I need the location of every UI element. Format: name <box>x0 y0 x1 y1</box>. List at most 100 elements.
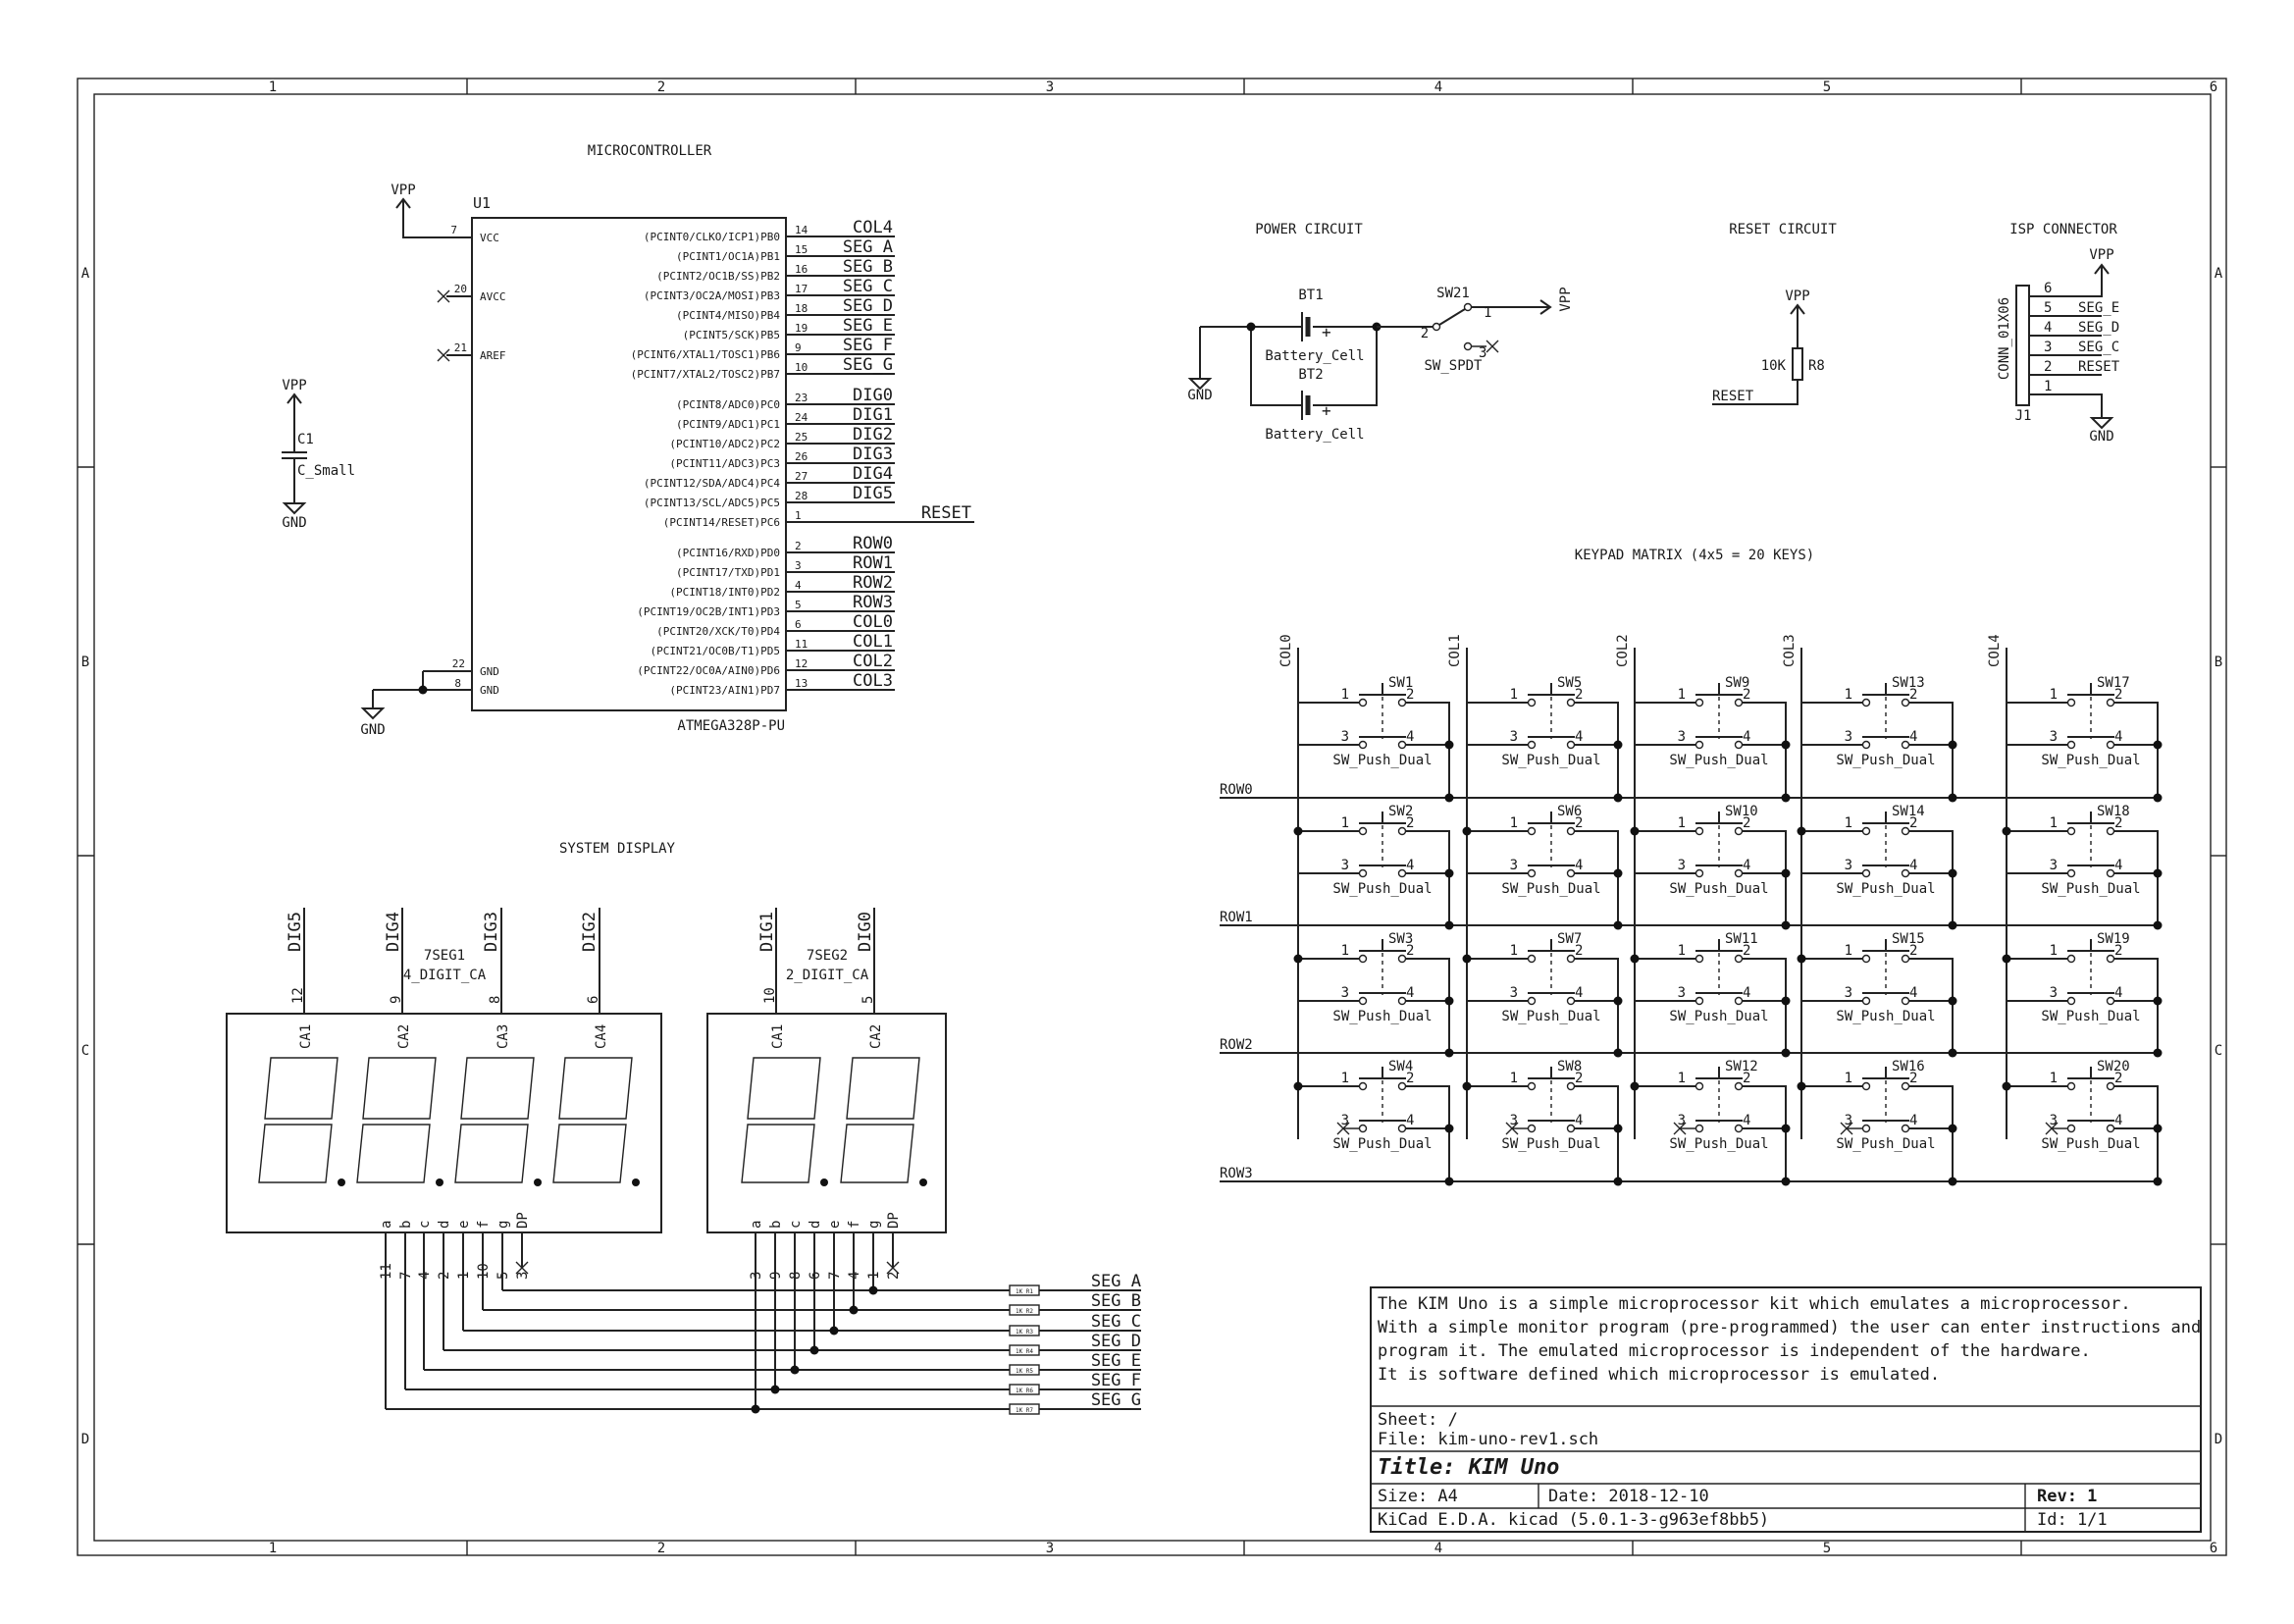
switch-pin-label: 4 <box>2114 729 2122 745</box>
ca-pin-name: CA4 <box>594 1024 609 1049</box>
mcu-pin-name: (PCINT14/RESET)PC6 <box>663 516 780 529</box>
switch-value: SW_Push_Dual <box>1501 881 1600 897</box>
switch-pin-label: 2 <box>1743 815 1750 831</box>
frame-column-marker: 4 <box>1434 79 1442 95</box>
switch-ref: SW20 <box>2097 1059 2130 1074</box>
switch-ref: SW18 <box>2097 804 2130 819</box>
digit-upper-segment <box>362 1057 437 1120</box>
column-net-label: COL1 <box>1447 634 1463 667</box>
switch-pin-label: 2 <box>1909 943 1917 959</box>
switch-value: SW_Push_Dual <box>2041 881 2140 897</box>
decimal-point <box>436 1179 443 1186</box>
net-label: DIG2 <box>853 425 893 445</box>
mcu-pin-name: GND <box>480 684 499 697</box>
digit-net-label: DIG2 <box>580 912 600 952</box>
segment-net-label: SEG_D <box>1091 1332 1141 1351</box>
mcu-pin-num: 10 <box>795 361 808 374</box>
switch-pin-label: 4 <box>1743 985 1750 1001</box>
mcu-pin-num: 8 <box>454 677 461 690</box>
decimal-point <box>534 1179 542 1186</box>
frame-column-marker: 4 <box>1434 1541 1442 1556</box>
switch-pin-label: 2 <box>2114 1071 2122 1086</box>
switch-pin-label: 1 <box>1678 943 1686 959</box>
switch-pin-label: 3 <box>1510 985 1518 1001</box>
ca-pin-name: CA1 <box>770 1024 786 1049</box>
sheet-date: Date: 2018-12-10 <box>1548 1487 1709 1506</box>
switch-pin-label: 2 <box>1743 687 1750 703</box>
switch-pin-label: 2 <box>2114 943 2122 959</box>
net-label: SEG_B <box>843 257 893 277</box>
switch-pin-label: 2 <box>1406 1071 1414 1086</box>
frame-column-marker: 3 <box>1046 1541 1054 1556</box>
switch-pin-label: 1 <box>1845 815 1852 831</box>
isp-gnd-label: GND <box>2089 429 2113 445</box>
mcu-pin-num: 18 <box>795 302 808 315</box>
description-line: program it. The emulated microprocessor … <box>1378 1341 2091 1361</box>
switch-value: SW_Push_Dual <box>1669 881 1768 897</box>
mcu-pin-name: (PCINT19/OC2B/INT1)PD3 <box>637 605 780 618</box>
net-label: DIG0 <box>853 386 893 405</box>
switch-pin-label: 4 <box>1909 985 1917 1001</box>
switch-pin-label: 4 <box>1406 1113 1414 1128</box>
segment-net-label: SEG_F <box>1091 1371 1141 1390</box>
no-connect-icon <box>437 348 450 362</box>
switch-pin-label: 4 <box>2114 1113 2122 1128</box>
switch-pin-label: 3 <box>1510 858 1518 873</box>
switch-pin-label: 3 <box>1678 729 1686 745</box>
mcu-pin-name: GND <box>480 665 499 678</box>
column-net-label: COL0 <box>1278 634 1294 667</box>
frame-column-marker: 3 <box>1046 79 1054 95</box>
mcu-pin-num: 9 <box>795 341 802 354</box>
net-label: RESET <box>921 503 971 523</box>
mcu-pin-num: 21 <box>454 341 467 354</box>
isp-net-label: RESET <box>2078 359 2120 375</box>
mcu-pin-name: (PCINT18/INT0)PD2 <box>669 586 780 599</box>
net-label: SEG_C <box>843 277 893 296</box>
bt1-plus: + <box>1322 323 1331 341</box>
switch-pin-label: 4 <box>1909 1113 1917 1128</box>
mcu-pin-name: (PCINT6/XTAL1/TOSC1)PB6 <box>631 348 780 361</box>
mcu-ref: U1 <box>473 194 491 212</box>
switch-value: SW_Push_Dual <box>1669 1009 1768 1024</box>
switch-pin-label: 3 <box>1341 985 1349 1001</box>
section-title-reset: RESET CIRCUIT <box>1729 222 1837 237</box>
net-label: SEG_A <box>843 237 893 257</box>
switch-pin-label: 1 <box>1845 943 1852 959</box>
switch-pin-label: 3 <box>2050 985 2058 1001</box>
ca-pin-num: 9 <box>389 996 404 1004</box>
digit-upper-segment <box>558 1057 633 1120</box>
bt1-value: Battery_Cell <box>1265 348 1364 364</box>
isp-pin-num: 4 <box>2044 320 2052 336</box>
mcu-pin-name: (PCINT23/AIN1)PD7 <box>669 684 780 697</box>
c1-vpp-label: VPP <box>282 378 306 393</box>
sheet-size: Size: A4 <box>1378 1487 1458 1506</box>
ca-pin-name: CA3 <box>495 1024 511 1049</box>
switch-pin-label: 3 <box>1845 858 1852 873</box>
switch-pin-label: 3 <box>1845 729 1852 745</box>
switch-value: SW_Push_Dual <box>1501 1009 1600 1024</box>
switch-ref: SW19 <box>2097 931 2130 947</box>
mcu-pin-name: (PCINT20/XCK/T0)PD4 <box>656 625 780 638</box>
microcontroller-section: MICROCONTROLLER U1 ATMEGA328P-PU VPP 7 V… <box>360 143 974 738</box>
ca-pin-num: 6 <box>586 996 601 1004</box>
seg-pin-name: d <box>437 1221 452 1229</box>
net-label: COL4 <box>853 218 893 237</box>
switch-value: SW_Push_Dual <box>1332 1009 1432 1024</box>
schematic-title: Title: KIM Uno <box>1378 1455 1559 1480</box>
display-value: 2_DIGIT_CA <box>786 968 869 983</box>
net-label: DIG4 <box>853 464 893 484</box>
power-circuit: POWER CIRCUIT GND + BT1 Battery_Cell + B… <box>1187 222 1574 443</box>
switch-value: SW_Push_Dual <box>1836 1136 1935 1152</box>
isp-pin-num: 6 <box>2044 281 2052 296</box>
mcu-pin-num: 25 <box>795 431 808 444</box>
net-label: DIG1 <box>853 405 893 425</box>
switch-pin-label: 2 <box>1909 1071 1917 1086</box>
ca-pin-name: CA2 <box>396 1024 412 1049</box>
file-name: File: kim-uno-rev1.sch <box>1378 1430 1598 1449</box>
